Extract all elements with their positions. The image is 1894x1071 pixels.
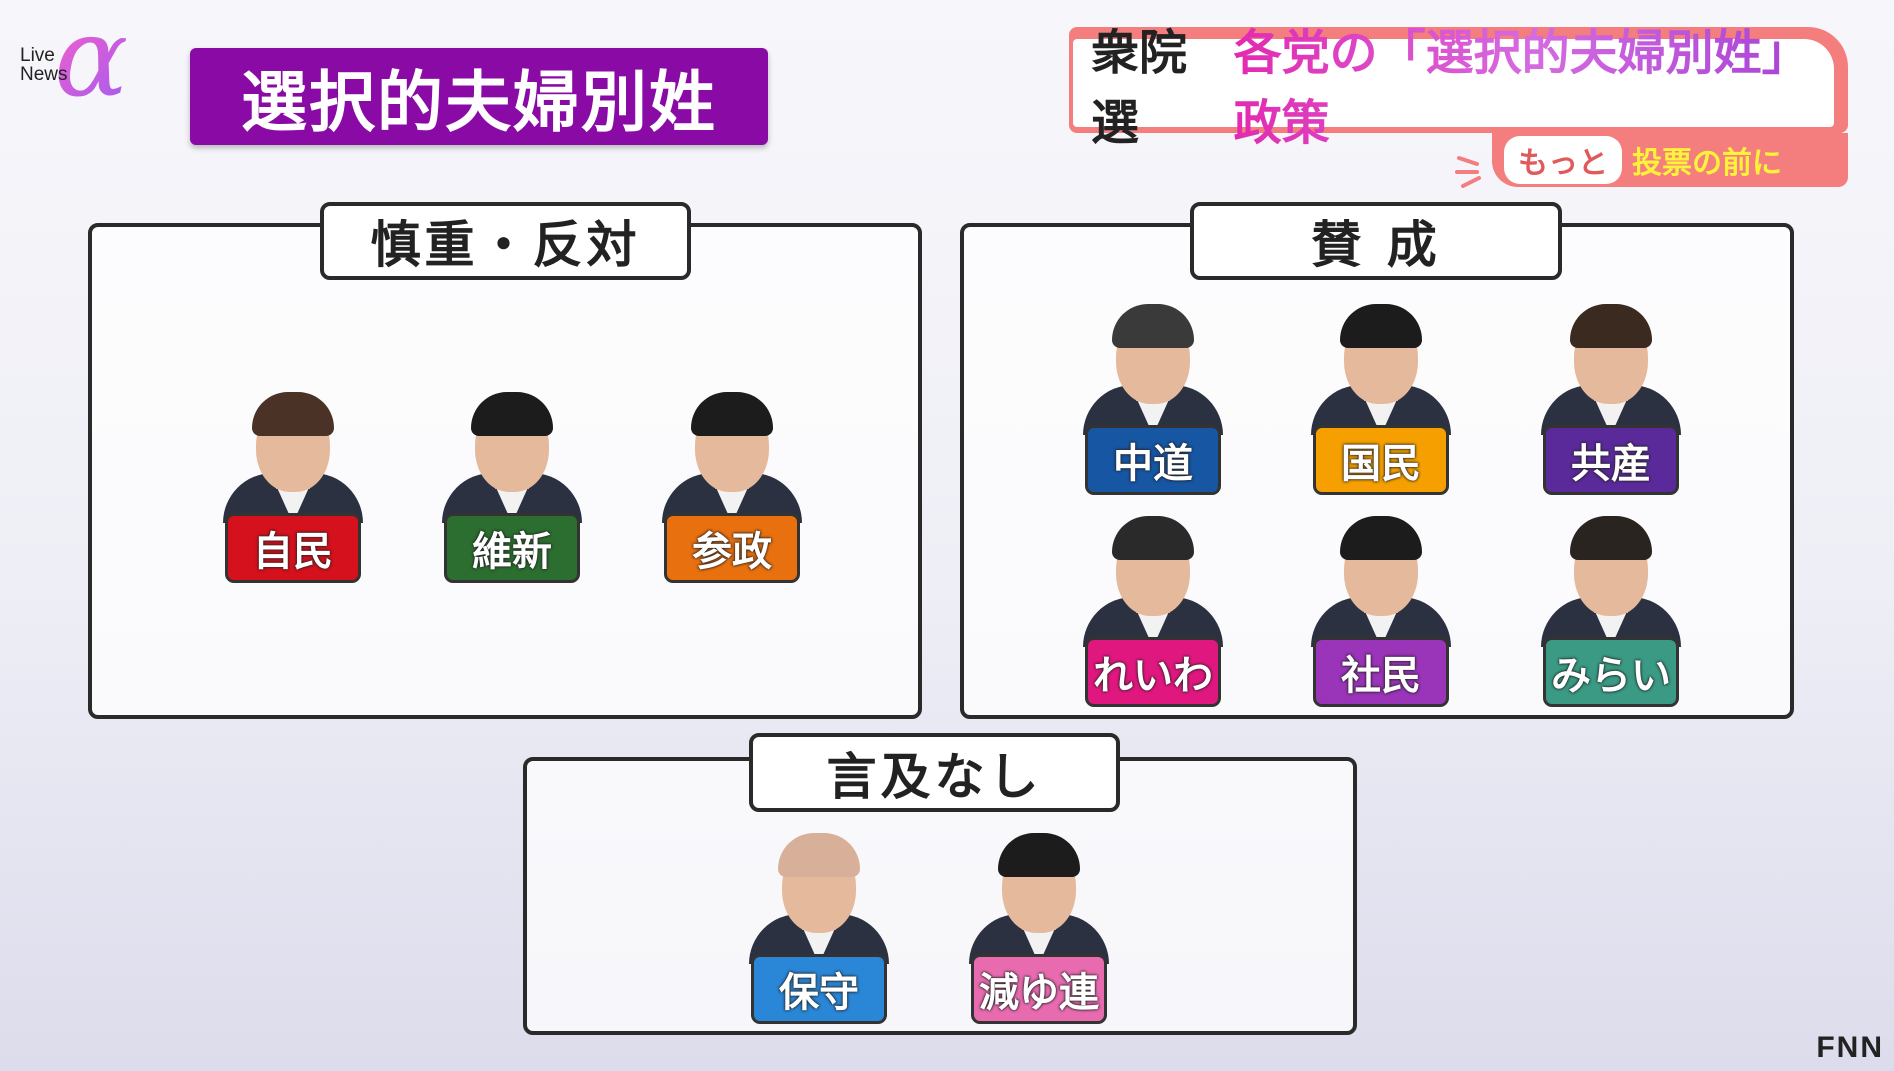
leader-portrait <box>1301 512 1461 647</box>
party-tag: 保守 <box>751 954 887 1024</box>
fnn-watermark: FNN <box>1816 1031 1884 1064</box>
party-tag: みらい <box>1543 637 1679 707</box>
leader-portrait <box>1073 300 1233 435</box>
party-tag: 参政 <box>664 513 800 583</box>
leader-portrait <box>432 388 592 523</box>
party-tag: 社民 <box>1313 637 1449 707</box>
leader-portrait <box>1301 300 1461 435</box>
group-label-opposed: 慎重・反対 <box>320 202 691 280</box>
banner-prefix: 衆院選 <box>1091 25 1188 151</box>
group-label-no-mention: 言及なし <box>749 733 1120 812</box>
party-tag: 国民 <box>1313 425 1449 495</box>
leader-portrait <box>1531 300 1691 435</box>
party-tag: れいわ <box>1085 637 1221 707</box>
logo-line2: News <box>20 64 68 85</box>
group-label-support: 賛 成 <box>1190 202 1562 280</box>
logo-line1: Live <box>20 45 55 66</box>
party-tag: 自民 <box>225 513 361 583</box>
party-tag: 中道 <box>1085 425 1221 495</box>
alpha-logo-mark: α <box>54 0 129 121</box>
logo-text: Live News <box>20 46 68 84</box>
topic-banner: 衆院選 各党の「選択的夫婦別姓」政策 <box>1069 25 1848 151</box>
banner-main: 各党の「選択的夫婦別姓」政策 <box>1234 13 1834 153</box>
party-tag: 減ゆ連 <box>971 954 1107 1024</box>
leader-portrait <box>959 829 1119 964</box>
sub-banner: もっと 投票の前に <box>1492 133 1848 187</box>
leader-portrait <box>1073 512 1233 647</box>
party-tag: 維新 <box>444 513 580 583</box>
sub-banner-motto: もっと <box>1504 136 1622 184</box>
leader-portrait <box>213 388 373 523</box>
leader-portrait <box>1531 512 1691 647</box>
leader-portrait <box>652 388 812 523</box>
sparkle-lines-icon <box>1455 156 1481 188</box>
page-title: 選択的夫婦別姓 <box>190 48 768 145</box>
leader-portrait <box>739 829 899 964</box>
live-news-alpha-logo: α Live News <box>18 2 148 114</box>
party-tag: 共産 <box>1543 425 1679 495</box>
sub-banner-text: 投票の前に <box>1632 146 1782 181</box>
